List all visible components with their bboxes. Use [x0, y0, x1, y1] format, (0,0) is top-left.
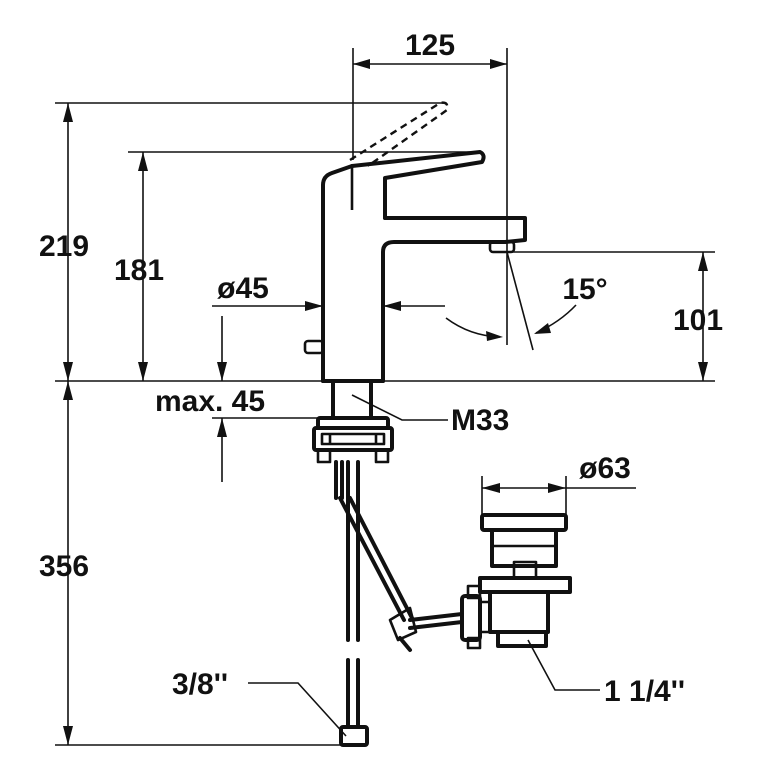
label-125: 125 — [405, 29, 455, 62]
dimension-max-deck: max. 45 — [155, 385, 320, 482]
mounting-assembly — [312, 379, 394, 464]
label-181: 181 — [114, 254, 164, 287]
waste-drain — [408, 513, 572, 650]
label-max45: max. 45 — [155, 385, 265, 418]
label-1-1-4: 1 1/4'' — [604, 675, 685, 708]
leader-waste-connection: 1 1/4'' — [527, 639, 685, 708]
dimension-spout-reach: 125 — [352, 29, 508, 345]
label-219: 219 — [39, 230, 89, 263]
label-m33: M33 — [451, 404, 509, 437]
label-3-8: 3/8'' — [172, 668, 228, 701]
label-356: 356 — [39, 550, 89, 583]
lever-open-position — [349, 101, 449, 167]
dimension-below-deck: 356 — [39, 381, 343, 746]
supply-hoses — [334, 460, 418, 747]
dimension-spout-top-height: 181 — [114, 151, 478, 381]
dimension-lever-angle: 15° — [445, 251, 608, 351]
leader-thread: M33 — [351, 394, 509, 437]
leader-hose-connection: 3/8'' — [172, 668, 347, 737]
label-o63: ø63 — [579, 452, 631, 485]
label-o45: ø45 — [217, 272, 269, 305]
dimension-waste-diameter: ø63 — [481, 452, 636, 515]
dimension-total-height: 219 — [39, 102, 445, 381]
label-101: 101 — [673, 304, 723, 337]
faucet-body — [303, 150, 527, 383]
label-15deg: 15° — [562, 273, 607, 306]
dimension-outlet-height: 101 — [507, 251, 723, 381]
dimension-body-diameter: ø45 — [212, 272, 445, 381]
